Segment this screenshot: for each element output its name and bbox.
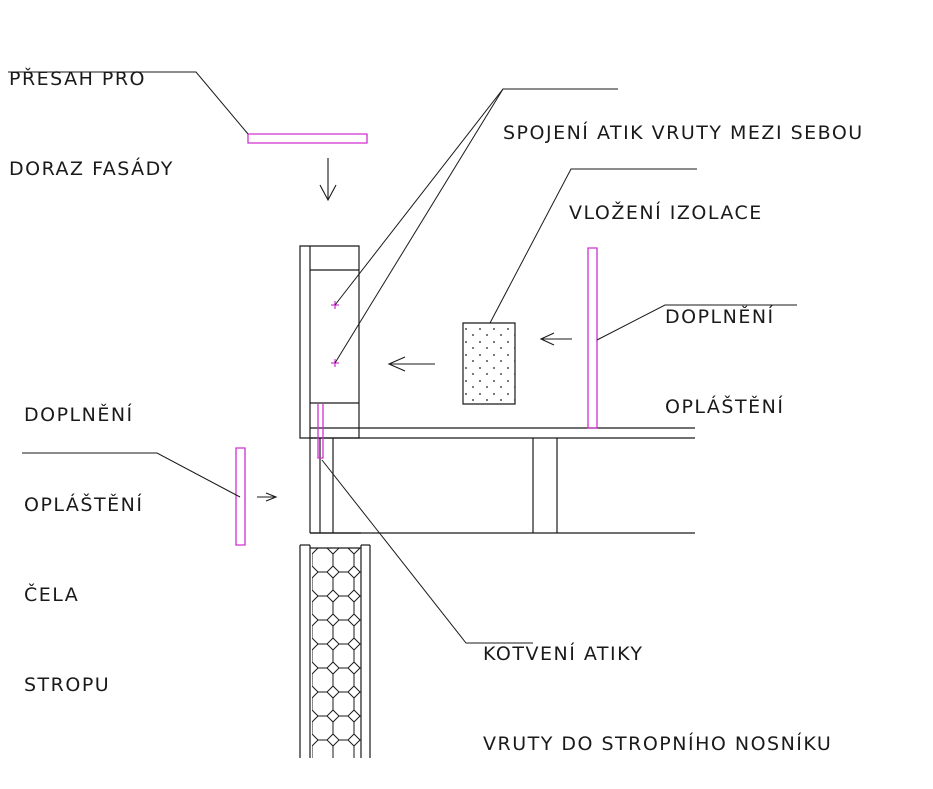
label-presah-line-1: PŘESAH PRO: [9, 68, 147, 90]
attic-outer-board: [300, 246, 359, 438]
arrow-down: [320, 158, 336, 200]
leader-doplneni-right: [597, 305, 797, 340]
label-vlozeni-line-1: VLOŽENÍ IZOLACE: [569, 202, 763, 224]
label-presah: PŘESAH PRO DORAZ FASÁDY: [9, 4, 174, 214]
label-kotveni: KOTVENÍ ATIKY VRUTY DO STROPNÍHO NOSNÍKU: [483, 579, 832, 789]
label-doplneni-left-line-3: ČELA: [24, 584, 80, 606]
label-doplneni-left-line-4: STROPU: [24, 674, 111, 696]
wall-below: [300, 533, 370, 758]
label-doplneni-right-line-1: DOPLNĚNÍ: [665, 306, 775, 328]
leader-vlozeni: [490, 169, 697, 323]
label-spojeni-line-1: SPOJENÍ ATIK VRUTY MEZI SEBOU: [503, 122, 864, 144]
ceiling-front-cladding-board: [236, 448, 245, 545]
label-doplneni-left-line-2: OPLÁŠTĚNÍ: [24, 494, 144, 516]
cladding-pieces: [236, 134, 597, 545]
attic-frame: [300, 246, 359, 438]
arrow-right-front: [257, 493, 276, 501]
label-vlozeni: VLOŽENÍ IZOLACE: [569, 138, 763, 258]
facade-attic-detail-drawing: [0, 0, 933, 758]
arrow-left-insulation: [389, 357, 435, 371]
label-doplneni-right-line-2: OPLÁŠTĚNÍ: [665, 396, 785, 418]
label-kotveni-line-1: KOTVENÍ ATIKY: [483, 643, 644, 665]
ceiling-beam: [310, 428, 695, 533]
anchoring-screw-marker: [318, 404, 323, 458]
label-spojeni: SPOJENÍ ATIK VRUTY MEZI SEBOU: [503, 58, 864, 178]
wall-insulation-fill: [312, 548, 361, 758]
leader-kotveni: [322, 460, 533, 643]
insulation-block-rect: [463, 323, 515, 404]
leader-spojeni-2: [335, 89, 503, 363]
facade-overlap-flashing: [248, 134, 367, 143]
label-doplneni-left: DOPLNĚNÍ OPLÁŠTĚNÍ ČELA STROPU: [24, 340, 143, 730]
arrow-left-cladding: [541, 333, 572, 345]
screw-markers: [331, 301, 339, 367]
label-doplneni-left-line-1: DOPLNĚNÍ: [24, 404, 134, 426]
movement-arrows: [257, 158, 572, 501]
leader-presah: [8, 72, 248, 134]
leader-lines: [8, 72, 797, 643]
label-presah-line-2: DORAZ FASÁDY: [9, 158, 174, 180]
leader-doplneni-left: [22, 453, 240, 497]
insulation-block: [463, 323, 515, 404]
inner-cladding-board: [588, 248, 597, 428]
label-doplneni-right: DOPLNĚNÍ OPLÁŠTĚNÍ: [665, 242, 784, 452]
label-kotveni-line-2: VRUTY DO STROPNÍHO NOSNÍKU: [483, 733, 833, 755]
